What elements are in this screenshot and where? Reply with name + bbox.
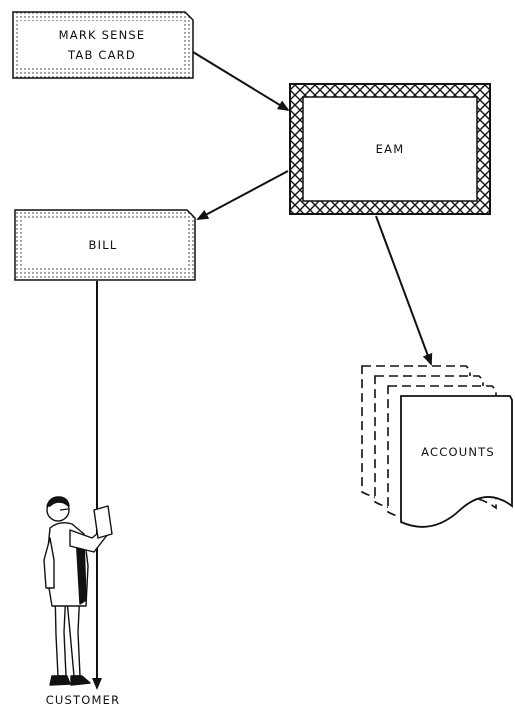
mark-sense-label-line2: TAB CARD (67, 48, 136, 62)
customer-label: CUSTOMER (46, 693, 121, 707)
accounts-label: ACCOUNTS (421, 445, 495, 459)
mark-sense-tab-card-node: MARK SENSE TAB CARD (12, 11, 194, 79)
eam-label: EAM (376, 142, 405, 156)
accounts-node: ACCOUNTS (361, 365, 513, 528)
eam-node: EAM (289, 83, 491, 215)
mark-sense-label-line1: MARK SENSE (59, 28, 146, 42)
arrow-mark-sense-to-eam (192, 51, 290, 112)
customer-figure (43, 496, 113, 686)
bill-node: BILL (14, 209, 196, 281)
bill-label: BILL (89, 238, 118, 252)
arrow-eam-to-accounts (375, 215, 433, 366)
arrow-eam-to-bill (196, 170, 289, 220)
